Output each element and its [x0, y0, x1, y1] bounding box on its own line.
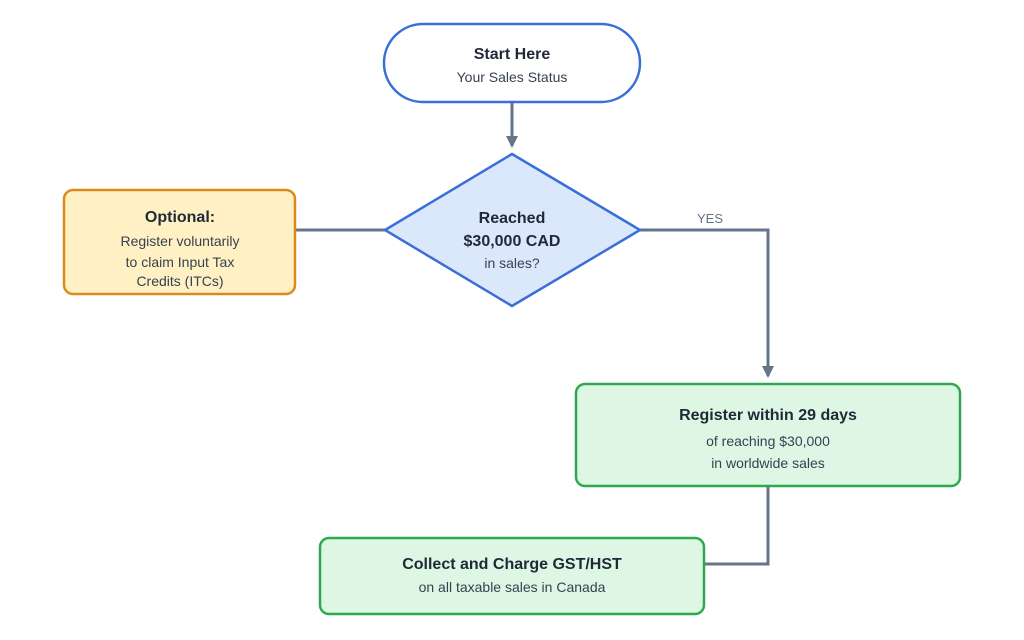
- start-node-subtitle: Your Sales Status: [457, 69, 568, 85]
- register-node[interactable]: Register within 29 days of reaching $30,…: [574, 382, 962, 488]
- decision-node-line1: Reached: [479, 210, 546, 227]
- start-node-title: Start Here: [474, 46, 551, 63]
- collect-node-title: Collect and Charge GST/HST: [402, 556, 622, 573]
- connector-yes-to-register: [640, 228, 774, 378]
- start-node[interactable]: Start Here Your Sales Status: [382, 22, 642, 104]
- register-node-line2: in worldwide sales: [711, 455, 825, 471]
- register-node-title: Register within 29 days: [679, 407, 857, 424]
- optional-node-title: Optional:: [145, 209, 215, 226]
- optional-node-line1: Register voluntarily: [120, 233, 239, 249]
- decision-node[interactable]: Reached $30,000 CAD in sales?: [382, 152, 643, 308]
- optional-node-line2: to claim Input Tax: [126, 254, 235, 270]
- connector-register-to-collect: [704, 486, 770, 566]
- decision-node-line2: $30,000 CAD: [464, 233, 561, 250]
- collect-node[interactable]: Collect and Charge GST/HST on all taxabl…: [318, 536, 706, 616]
- optional-node-line3: Credits (ITCs): [136, 273, 223, 289]
- yes-label: YES: [697, 211, 723, 226]
- decision-node-shape: [382, 152, 643, 308]
- register-node-shape: [574, 382, 962, 488]
- optional-node-shape: [62, 188, 297, 296]
- register-node-line1: of reaching $30,000: [706, 433, 830, 449]
- collect-node-line1: on all taxable sales in Canada: [419, 579, 606, 595]
- collect-node-shape: [318, 536, 706, 616]
- start-node-shape: [382, 22, 642, 104]
- decision-node-line3: in sales?: [484, 255, 539, 271]
- optional-node[interactable]: Optional: Register voluntarily to claim …: [62, 188, 297, 296]
